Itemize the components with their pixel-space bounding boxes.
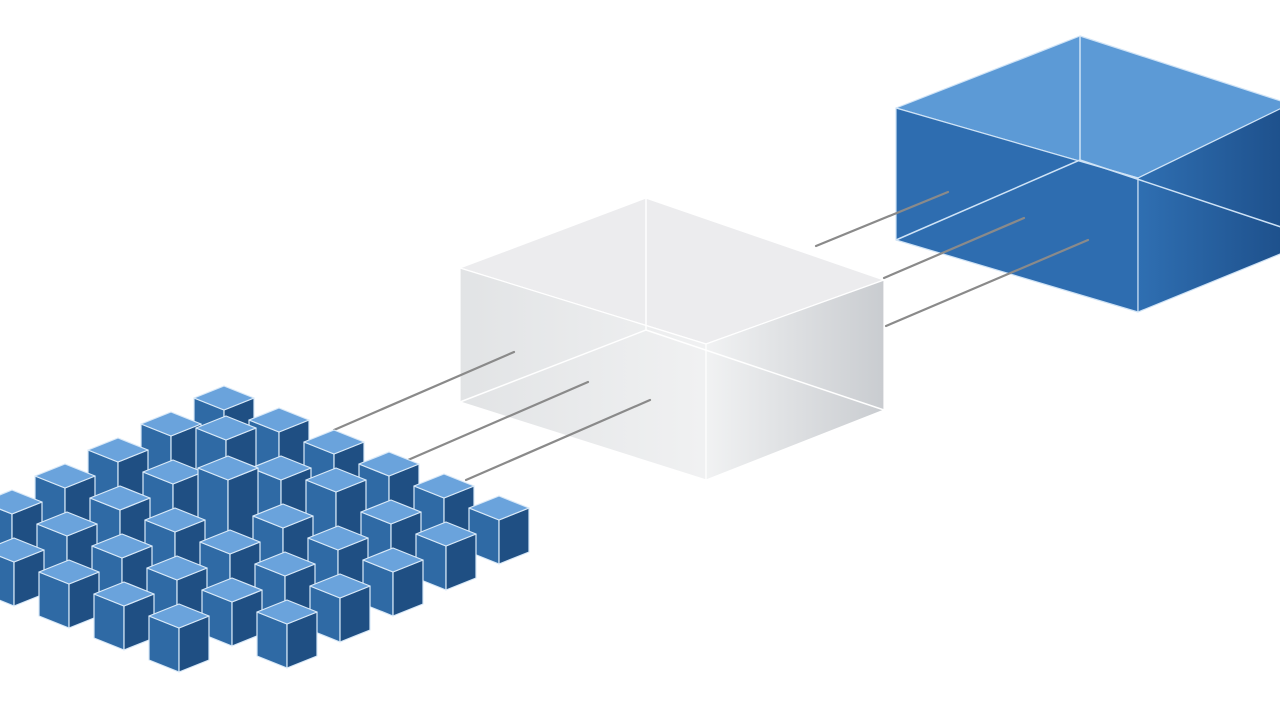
- small-cube-top-face: [362, 547, 424, 573]
- small-cube-top-face: [201, 577, 263, 603]
- small-cube-top-face: [256, 599, 318, 625]
- small-cube-top-face: [89, 485, 151, 511]
- small-cube: [309, 573, 371, 643]
- small-cube-top-face: [93, 581, 155, 607]
- small-cube: [468, 495, 530, 565]
- small-cube-top-face: [142, 459, 204, 485]
- small-cube-top-face: [87, 437, 149, 463]
- small-cube: [148, 603, 210, 673]
- small-cube-top-face: [140, 411, 202, 437]
- small-cube-top-face: [91, 533, 153, 559]
- small-cube-top-face: [199, 529, 261, 555]
- small-cube-top-face: [307, 525, 369, 551]
- small-cube-top-face: [0, 537, 45, 563]
- small-cube: [140, 411, 202, 481]
- small-cube-top-face: [305, 467, 367, 493]
- small-cube-top-face: [197, 455, 259, 481]
- small-cube: [415, 521, 477, 591]
- right-connectors: [814, 190, 1090, 328]
- small-cube-top-face: [193, 385, 255, 411]
- connector-left-1: [332, 350, 516, 432]
- connector-right-1: [814, 190, 950, 248]
- small-cube-top-face: [248, 407, 310, 433]
- small-cube-top-face: [415, 521, 477, 547]
- small-cube-top-face: [250, 455, 312, 481]
- small-cube-top-face: [36, 511, 98, 537]
- middle-box-hidden-edge: [645, 329, 885, 411]
- small-cube-top-face: [252, 503, 314, 529]
- small-cube: [362, 547, 424, 617]
- connector-left-2: [406, 380, 590, 462]
- small-cube-top-face: [254, 551, 316, 577]
- small-cube-grid: [0, 385, 530, 673]
- small-cube-top-face: [468, 495, 530, 521]
- small-cube: [256, 599, 318, 669]
- connector-left-3: [464, 398, 652, 482]
- small-cube-top-face: [146, 555, 208, 581]
- small-cube-top-face: [413, 473, 475, 499]
- small-cube-top-face: [38, 559, 100, 585]
- small-cube-top-face: [0, 489, 43, 515]
- small-cube-top-face: [303, 429, 365, 455]
- small-cube-top-face: [148, 603, 210, 629]
- small-cube-top-face: [195, 415, 257, 441]
- connector-right-3: [884, 238, 1090, 328]
- small-cube-top-face: [309, 573, 371, 599]
- left-connectors: [332, 350, 652, 482]
- connector-right-2: [882, 216, 1026, 280]
- small-cube: [93, 581, 155, 651]
- small-cube: [201, 577, 263, 647]
- large-blue-box: [895, 35, 1280, 313]
- translucent-middle-box: [459, 197, 885, 481]
- small-cube-top-face: [358, 451, 420, 477]
- small-cube: [0, 537, 45, 607]
- large-box-right-face: [1137, 108, 1280, 313]
- small-cube-top-face: [144, 507, 206, 533]
- small-cube-top-face: [360, 499, 422, 525]
- small-cube: [38, 559, 100, 629]
- small-cube-top-face: [34, 463, 96, 489]
- large-box-hidden-edge: [1079, 159, 1280, 228]
